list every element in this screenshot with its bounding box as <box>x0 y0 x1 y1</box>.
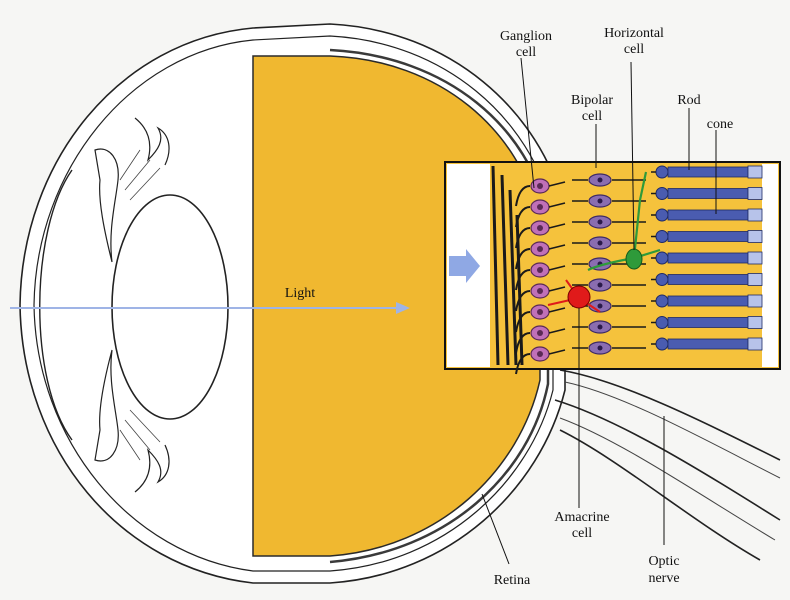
ganglion-nucleus <box>537 246 543 252</box>
bipolar-nucleus <box>597 303 603 309</box>
ganglion-dendrite <box>548 181 566 187</box>
ganglion-axon <box>515 227 531 249</box>
ganglion-axon <box>515 332 531 354</box>
ganglion-axon <box>515 353 531 375</box>
ganglion-axon <box>515 185 531 207</box>
horizontal-cell <box>625 248 643 270</box>
label-ganglion-1: Ganglion <box>500 29 552 44</box>
ganglion-nucleus <box>537 330 543 336</box>
cone-outer-segment <box>667 252 749 264</box>
bipolar-nucleus <box>597 240 603 246</box>
ganglion-axon <box>515 290 531 312</box>
photoreceptor-nucleus <box>655 165 669 179</box>
ganglion-nucleus <box>537 183 543 189</box>
zonule-upper <box>119 149 161 201</box>
photoreceptor-nucleus <box>655 294 669 308</box>
photoreceptor-nucleus <box>655 337 669 351</box>
label-optic-1: Optic <box>648 554 679 569</box>
ganglion-axon <box>515 206 531 228</box>
label-ganglion-2: cell <box>516 45 536 60</box>
ganglion-dendrite <box>548 349 566 355</box>
rod-outer-segment <box>667 209 749 221</box>
leader-lines <box>481 57 717 565</box>
pigment-cell <box>747 251 763 265</box>
iris-upper <box>94 148 119 263</box>
rod-outer-segment <box>667 274 749 285</box>
bipolar-nucleus <box>597 177 603 183</box>
label-bipolar-1: Bipolar <box>571 93 613 108</box>
ganglion-dendrite <box>548 328 566 334</box>
ganglion-dendrite <box>548 286 566 292</box>
pigment-cell <box>747 316 763 329</box>
optic-nerve-inner <box>559 381 781 541</box>
pigment-cell <box>747 165 763 179</box>
cornea <box>39 169 73 441</box>
label-horizontal-2: cell <box>624 42 644 57</box>
amacrine-cell <box>567 285 591 309</box>
inset-arrow <box>449 249 480 283</box>
pigment-cell <box>747 294 763 308</box>
zonule-lower <box>119 409 161 461</box>
label-rod: Rod <box>677 93 700 108</box>
ganglion-nucleus <box>537 351 543 357</box>
rod-outer-segment <box>667 231 749 242</box>
bipolar-nucleus <box>597 198 603 204</box>
label-amacrine-1: Amacrine <box>554 510 609 525</box>
pigment-cell <box>747 273 763 286</box>
retina-inset <box>444 161 781 375</box>
ganglion-nucleus <box>537 288 543 294</box>
photoreceptor-nucleus <box>655 187 669 200</box>
ganglion-nucleus <box>537 309 543 315</box>
inset-right-edge <box>762 164 778 367</box>
bipolar-nucleus <box>597 324 603 330</box>
cone-outer-segment <box>667 188 749 199</box>
label-light: Light <box>285 286 315 301</box>
ganglion-dendrite <box>548 223 566 229</box>
retinal-cells <box>515 165 763 375</box>
label-horizontal-1: Horizontal <box>604 26 664 41</box>
ganglion-dendrite <box>548 202 566 208</box>
label-amacrine-2: cell <box>572 526 592 541</box>
ganglion-dendrite <box>548 307 566 313</box>
ganglion-axon <box>515 248 531 270</box>
ciliary-lower <box>134 444 170 493</box>
ganglion-dendrite <box>548 265 566 271</box>
ganglion-nucleus <box>537 225 543 231</box>
nerve-fibers <box>491 165 524 366</box>
pigment-cell <box>747 337 763 351</box>
rod-outer-segment <box>667 295 749 307</box>
ganglion-nucleus <box>537 267 543 273</box>
iris-lower <box>94 349 119 462</box>
ganglion-axon <box>515 269 531 291</box>
label-cone: cone <box>707 117 733 132</box>
rod-outer-segment <box>667 166 749 178</box>
choroid-outline <box>33 35 554 572</box>
ciliary-upper <box>134 117 170 166</box>
bipolar-nucleus <box>597 282 603 288</box>
pigment-cell <box>747 187 763 200</box>
ganglion-nucleus <box>537 204 543 210</box>
photoreceptor-nucleus <box>655 273 669 286</box>
cone-outer-segment <box>667 317 749 328</box>
bipolar-nucleus <box>597 345 603 351</box>
photoreceptor-nucleus <box>655 316 669 329</box>
photoreceptor-nucleus <box>655 208 669 222</box>
ganglion-axon <box>515 311 531 333</box>
pigment-cell <box>747 208 763 222</box>
optic-nerve <box>554 369 781 561</box>
photoreceptor-nucleus <box>655 251 669 265</box>
photoreceptor-nucleus <box>655 230 669 243</box>
pigment-cell <box>747 230 763 243</box>
label-optic-2: nerve <box>648 571 679 586</box>
light-ray-arrowhead <box>396 302 410 314</box>
label-bipolar-2: cell <box>582 109 602 124</box>
label-retina: Retina <box>494 573 531 588</box>
rod-outer-segment <box>667 338 749 350</box>
bipolar-nucleus <box>597 219 603 225</box>
ganglion-dendrite <box>548 244 566 250</box>
